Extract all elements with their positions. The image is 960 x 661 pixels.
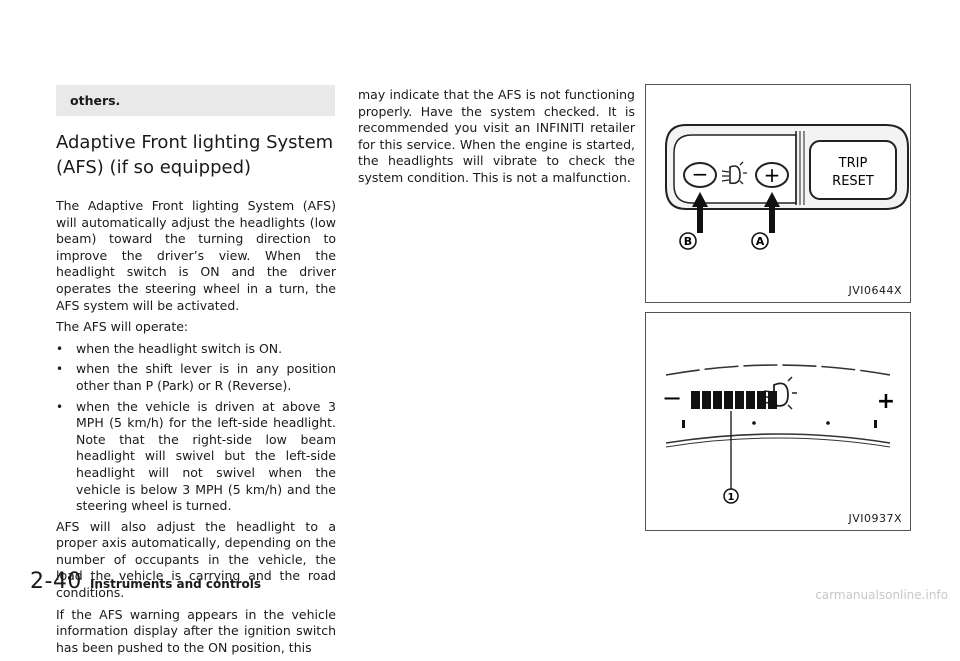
callout-b	[679, 232, 697, 250]
figure-switch-panel: − + TRIP RESET B A JVI0644X	[645, 84, 911, 303]
level-bar	[691, 391, 777, 409]
page-number: 2-40	[30, 569, 82, 594]
right-column: may indicate that the AFS is not functio…	[358, 87, 635, 192]
plus-button-shape[interactable]	[755, 162, 789, 188]
section-heading: Adaptive Front lighting System (AFS) (if…	[56, 132, 334, 178]
continued-paragraph: may indicate that the AFS is not functio…	[358, 87, 635, 185]
callout-1	[723, 488, 739, 504]
footer-section-title: Instruments and controls	[89, 577, 261, 591]
note-text: others.	[70, 93, 121, 108]
trip-label: TRIP	[838, 156, 868, 171]
callout-b-label: B	[684, 235, 692, 248]
page-footer: 2-40 Instruments and controls	[30, 569, 261, 594]
figure-id: JVI0644X	[848, 284, 902, 297]
headlight-leveling-icon	[721, 161, 747, 185]
display-illustration: − + 1	[662, 364, 895, 504]
reset-label: RESET	[832, 174, 874, 189]
switch-panel-illustration: − + TRIP RESET B A	[665, 124, 909, 250]
operate-label: The AFS will operate:	[56, 319, 189, 335]
arrow-a-icon	[764, 192, 780, 233]
plus-label: +	[764, 163, 781, 187]
figure-id: JVI0937X	[848, 512, 902, 525]
tick-marks	[682, 420, 877, 428]
warning-paragraph: If the AFS warning appears in the vehicl…	[56, 606, 336, 655]
watermark: carmanualsonline.info	[815, 588, 948, 602]
list-item: when the vehicle is driven at above 3 MP…	[56, 399, 336, 515]
callout-1-label: 1	[728, 492, 735, 503]
arrow-b-icon	[692, 192, 708, 233]
callout-a	[751, 232, 769, 250]
minus-label: −	[662, 384, 682, 412]
minus-button-shape[interactable]	[683, 162, 717, 188]
list-item: when the headlight switch is ON.	[56, 341, 336, 358]
callout-a-label: A	[756, 235, 765, 248]
intro-paragraph: The Adaptive Front lighting System (AFS)…	[56, 198, 336, 313]
plus-label: +	[877, 389, 895, 414]
operate-list: when the headlight switch is ON. when th…	[56, 341, 336, 515]
figure-display-screen: − + 1 JVI0937X	[645, 312, 911, 531]
minus-label: −	[692, 162, 709, 186]
note-box: others.	[56, 85, 335, 116]
axis-paragraph: AFS will also adjust the headlight to a …	[56, 518, 336, 601]
trip-reset-button[interactable]	[809, 140, 897, 200]
list-item: when the shift lever is in any position …	[56, 361, 336, 394]
